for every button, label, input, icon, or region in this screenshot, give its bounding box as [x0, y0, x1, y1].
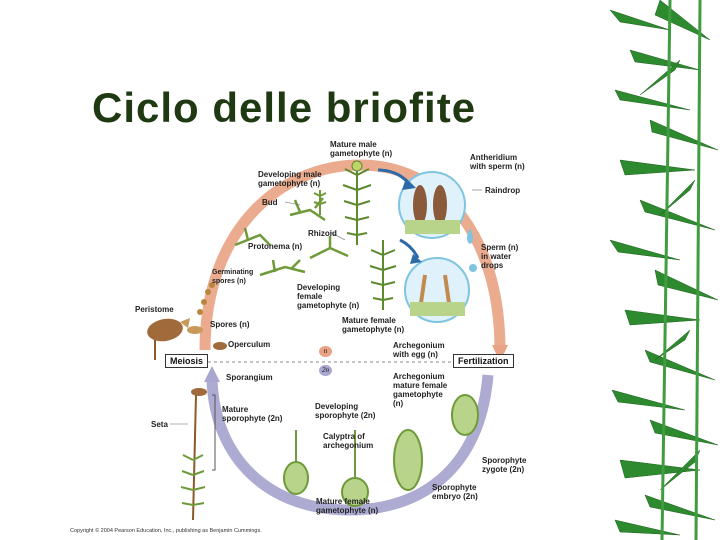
germinating-spores — [197, 282, 215, 315]
label-bud: Bud — [262, 198, 278, 207]
protonema — [234, 197, 349, 277]
mature-female-gametophyte — [369, 240, 397, 310]
label-sporangium: Sporangium — [226, 373, 273, 382]
label-spores: Spores (n) — [210, 320, 250, 329]
peristome-capsule — [147, 318, 190, 360]
haploid-arrowhead — [492, 345, 508, 362]
diploid-marker: 2n — [319, 365, 332, 376]
label-protonema: Protonema (n) — [248, 242, 303, 251]
archegonium-drop — [404, 257, 470, 323]
label-operculum: Operculum — [228, 340, 271, 349]
developing-male-gametophyte — [313, 190, 327, 215]
slide-title: Ciclo delle briofite — [92, 84, 477, 131]
copyright-notice: Copyright © 2004 Pearson Education, Inc.… — [70, 528, 262, 534]
developing-sporophyte — [283, 394, 479, 507]
label-seta: Seta — [151, 420, 168, 429]
meiosis-box: Meiosis — [165, 354, 209, 368]
mature-male-gametophyte — [342, 160, 372, 245]
bamboo-decoration — [609, 0, 719, 540]
haploid-marker: n — [319, 346, 332, 357]
antheridium-drop — [398, 171, 466, 239]
diploid-cycle-arrow — [206, 374, 494, 516]
label-raindrop: Raindrop — [485, 186, 521, 195]
fertilization-box: Fertilization — [453, 354, 514, 368]
label-peristome: Peristome — [135, 305, 174, 314]
mature-sporophyte — [180, 388, 207, 521]
label-rhizoid: Rhizoid — [308, 229, 337, 238]
diploid-arrowhead — [204, 366, 220, 382]
